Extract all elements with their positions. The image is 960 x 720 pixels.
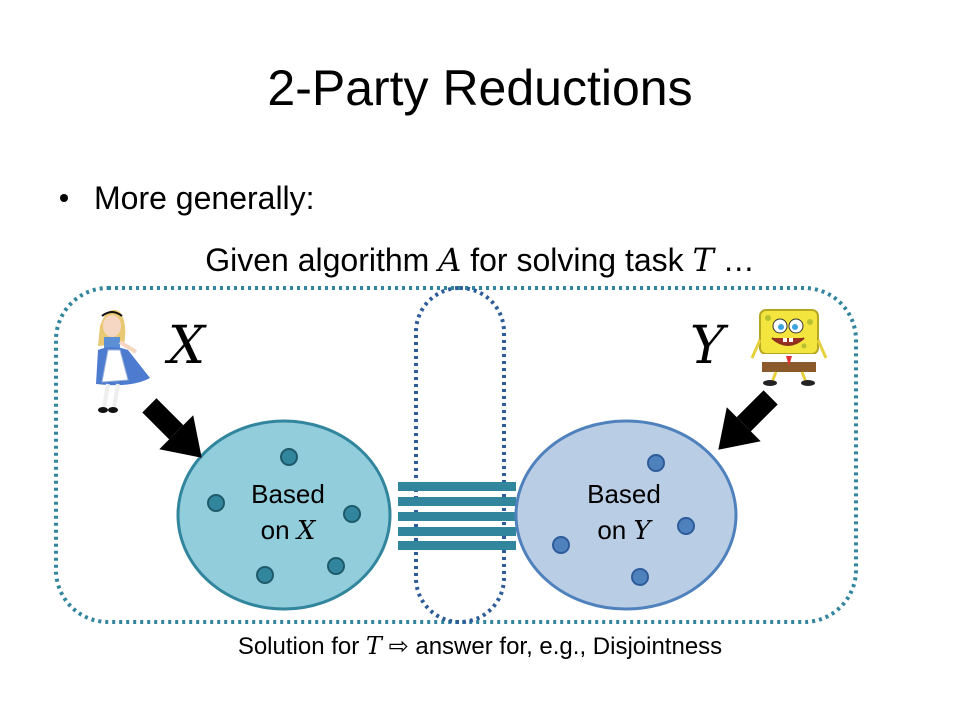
right-bubble-var: Y xyxy=(633,516,651,546)
subline-before: Given algorithm xyxy=(205,242,439,278)
channel-line xyxy=(398,482,516,491)
left-bubble-dots xyxy=(207,448,361,584)
dot xyxy=(343,505,361,523)
alice-character-icon xyxy=(96,309,150,413)
sponge-character-icon xyxy=(750,309,828,386)
middle-dotted-capsule xyxy=(414,286,506,624)
left-bubble-line1: Based xyxy=(251,479,325,509)
channel-line xyxy=(398,541,516,550)
dot xyxy=(647,454,665,472)
dot xyxy=(677,517,695,535)
channel-line xyxy=(398,497,516,506)
right-bubble-dots xyxy=(552,454,695,586)
left-bubble-prefix: on xyxy=(260,515,297,545)
communication-channel xyxy=(398,482,516,550)
subline-algorithm-var: A xyxy=(438,241,462,279)
left-input-label: X xyxy=(168,316,206,376)
dot xyxy=(256,566,274,584)
bullet-item: More generally: xyxy=(60,176,315,220)
right-bubble-line2: on Y xyxy=(564,512,684,549)
right-bubble-label: Based on Y xyxy=(564,476,684,549)
bottom-before: Solution for xyxy=(237,633,366,660)
dot xyxy=(552,536,570,554)
left-bubble-label: Based on X xyxy=(228,476,348,549)
subline-middle: for solving task xyxy=(461,242,693,278)
dot xyxy=(280,448,298,466)
channel-line xyxy=(398,527,516,536)
bottom-task-var: T xyxy=(365,632,382,660)
left-bubble-line2: on X xyxy=(228,512,348,549)
bullet-text: More generally: xyxy=(94,180,315,216)
subline: Given algorithm A for solving task T … xyxy=(0,238,960,282)
channel-line xyxy=(398,512,516,521)
right-party-bubble xyxy=(514,419,738,611)
bottom-arrow-icon: ⇨ xyxy=(381,633,416,660)
left-input-arrow-icon xyxy=(142,398,202,458)
dot xyxy=(207,494,225,512)
bottom-after: answer for, e.g., Disjointness xyxy=(415,633,723,660)
dot xyxy=(327,557,345,575)
bottom-caption: Solution for T ⇨ answer for, e.g., Disjo… xyxy=(0,628,960,665)
dot xyxy=(631,568,649,586)
right-bubble-line1: Based xyxy=(587,479,661,509)
subline-after: … xyxy=(713,242,755,278)
right-input-label: Y xyxy=(690,316,725,376)
right-bubble-prefix: on xyxy=(597,515,634,545)
right-input-arrow-icon xyxy=(718,390,778,450)
slide-title: 2-Party Reductions xyxy=(267,60,693,116)
outer-dotted-boundary xyxy=(54,286,858,624)
bullet-dot-icon xyxy=(60,194,68,202)
left-bubble-var: X xyxy=(296,516,316,546)
subline-task-var: T xyxy=(692,241,714,279)
